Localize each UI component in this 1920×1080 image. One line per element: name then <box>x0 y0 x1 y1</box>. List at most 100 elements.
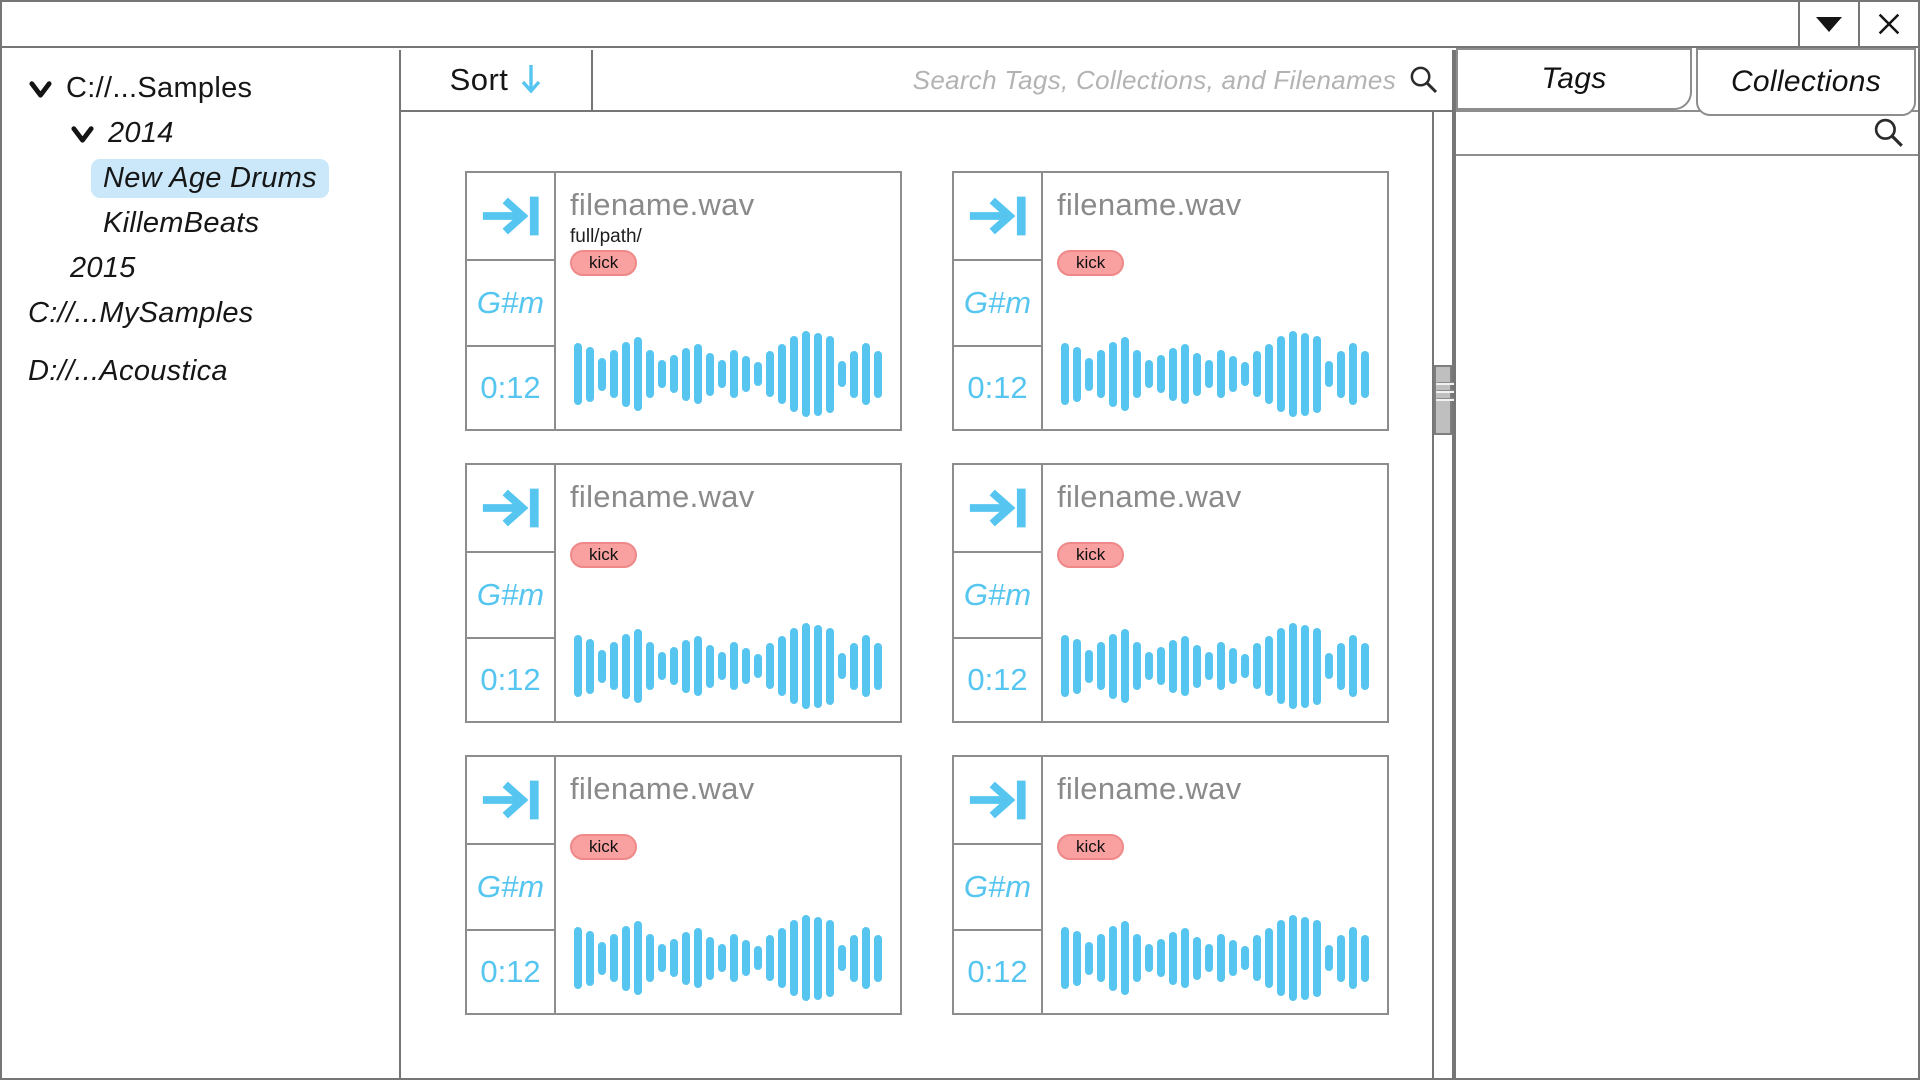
sample-key: G#m <box>954 845 1041 931</box>
panel-search-magnifier-icon <box>1874 118 1903 147</box>
tag-pill[interactable]: kick <box>570 542 638 568</box>
sample-path: full/path/ <box>570 226 642 247</box>
sample-card-sidebar: G#m 0:12 <box>467 757 556 1013</box>
sample-filename: filename.wav <box>1057 479 1242 514</box>
sample-card-sidebar: G#m 0:12 <box>467 465 556 721</box>
tree-item-killembeats[interactable]: KillemBeats <box>2 98 1479 246</box>
sample-card-body: filename.wav kick <box>1043 757 1387 1013</box>
search-input[interactable] <box>593 50 1452 110</box>
sample-key: G#m <box>467 261 554 347</box>
arrow-to-bar-icon <box>482 488 539 528</box>
sample-duration: 0:12 <box>967 370 1028 405</box>
sort-button-label: Sort <box>449 62 509 97</box>
sample-key: G#m <box>467 845 554 931</box>
waveform-preview <box>574 623 882 709</box>
tags-collections-panel: Tags Collections <box>1454 48 1918 1078</box>
sample-card-sidebar: G#m 0:12 <box>954 173 1043 429</box>
chevron-down-icon[interactable] <box>70 121 95 146</box>
sample-filename: filename.wav <box>1057 771 1242 806</box>
sample-card-body: filename.wav full/path/ kick <box>556 173 900 429</box>
waveform-preview <box>574 915 882 1001</box>
tree-item-label: 2014 <box>108 117 174 149</box>
drag-export-button[interactable] <box>954 757 1041 845</box>
sample-filename: filename.wav <box>570 479 755 514</box>
tree-item-new-age-drums[interactable]: New Age Drums <box>2 98 1479 201</box>
sample-duration: 0:12 <box>480 370 541 405</box>
sample-grid: G#m 0:12 filename.wav full/path/ kick G#… <box>401 112 1432 1078</box>
tree-item-2015[interactable]: 2015 <box>2 98 1479 291</box>
waveform-preview <box>574 331 882 417</box>
chevron-down-icon[interactable] <box>28 76 53 101</box>
drag-export-button[interactable] <box>467 757 554 845</box>
sample-card[interactable]: G#m 0:12 filename.wav kick <box>465 755 902 1015</box>
tag-pill[interactable]: kick <box>1057 250 1125 276</box>
tree-item-2014[interactable]: 2014 <box>2 111 399 156</box>
tree-item-label: C://...Samples <box>66 72 253 104</box>
drag-export-button[interactable] <box>467 173 554 261</box>
sample-duration: 0:12 <box>967 662 1028 697</box>
sample-duration: 0:12 <box>480 954 541 989</box>
sample-card-body: filename.wav kick <box>556 757 900 1013</box>
sample-card-body: filename.wav kick <box>556 465 900 721</box>
sample-key: G#m <box>467 553 554 639</box>
library-searchbar <box>593 50 1452 110</box>
arrow-to-bar-icon <box>482 196 539 236</box>
arrow-down-icon <box>522 65 541 94</box>
tag-pill[interactable]: kick <box>570 250 638 276</box>
sort-button[interactable]: Sort <box>401 50 593 110</box>
drag-export-button[interactable] <box>954 173 1041 261</box>
sample-filename: filename.wav <box>1057 187 1242 222</box>
tab-collections[interactable]: Collections <box>1696 48 1916 116</box>
sample-card[interactable]: G#m 0:12 filename.wav kick <box>952 755 1389 1015</box>
close-x-icon <box>1878 13 1900 35</box>
waveform-preview <box>1061 915 1369 1001</box>
window-dropdown-button[interactable] <box>1798 2 1858 46</box>
drag-export-button[interactable] <box>467 465 554 553</box>
tag-pill[interactable]: kick <box>1057 542 1125 568</box>
sample-key: G#m <box>954 553 1041 639</box>
tree-item-c-mysamples[interactable]: C://...MySamples <box>2 98 1479 336</box>
sample-key: G#m <box>954 261 1041 347</box>
panel-search-input[interactable] <box>1456 112 1918 154</box>
arrow-to-bar-icon <box>969 196 1026 236</box>
sample-card-body: filename.wav kick <box>1043 465 1387 721</box>
sample-card-sidebar: G#m 0:12 <box>954 465 1043 721</box>
sample-duration: 0:12 <box>967 954 1028 989</box>
panel-searchbar <box>1456 110 1918 156</box>
panel-tabs: Tags Collections <box>1456 48 1918 116</box>
sample-filename: filename.wav <box>570 771 755 806</box>
sample-card-sidebar: G#m 0:12 <box>467 173 556 429</box>
sample-duration: 0:12 <box>480 662 541 697</box>
arrow-to-bar-icon <box>482 780 539 820</box>
tree-item-label: 2015 <box>70 252 136 284</box>
sample-browser: Sort <box>399 50 1461 1078</box>
sample-filename: filename.wav <box>570 187 755 222</box>
titlebar <box>2 2 1918 48</box>
browser-header: Sort <box>401 50 1452 112</box>
tree-item-label: D://...Acoustica <box>28 355 228 387</box>
arrow-to-bar-icon <box>969 488 1026 528</box>
sample-card[interactable]: G#m 0:12 filename.wav full/path/ kick <box>465 171 902 431</box>
sample-card-body: filename.wav kick <box>1043 173 1387 429</box>
panel-content <box>1456 156 1918 1078</box>
tree-item-c-samples[interactable]: C://...Samples <box>2 66 399 111</box>
tag-pill[interactable]: kick <box>1057 834 1125 860</box>
arrow-to-bar-icon <box>969 780 1026 820</box>
window-close-button[interactable] <box>1858 2 1918 46</box>
tree-item-label: C://...MySamples <box>28 297 254 329</box>
tree-item-d-acoustica[interactable]: D://...Acoustica <box>2 98 1479 394</box>
scrollbar-thumb[interactable] <box>1434 365 1461 435</box>
sample-card[interactable]: G#m 0:12 filename.wav kick <box>952 171 1389 431</box>
scrollbar-track[interactable] <box>1432 112 1461 1078</box>
tree-item-label: New Age Drums <box>91 159 329 198</box>
waveform-preview <box>1061 623 1369 709</box>
sample-card[interactable]: G#m 0:12 filename.wav kick <box>952 463 1389 723</box>
tag-pill[interactable]: kick <box>570 834 638 860</box>
waveform-preview <box>1061 331 1369 417</box>
triangle-down-icon <box>1816 16 1842 32</box>
drag-export-button[interactable] <box>954 465 1041 553</box>
sample-card-sidebar: G#m 0:12 <box>954 757 1043 1013</box>
sample-card[interactable]: G#m 0:12 filename.wav kick <box>465 463 902 723</box>
tab-tags[interactable]: Tags <box>1456 48 1692 110</box>
